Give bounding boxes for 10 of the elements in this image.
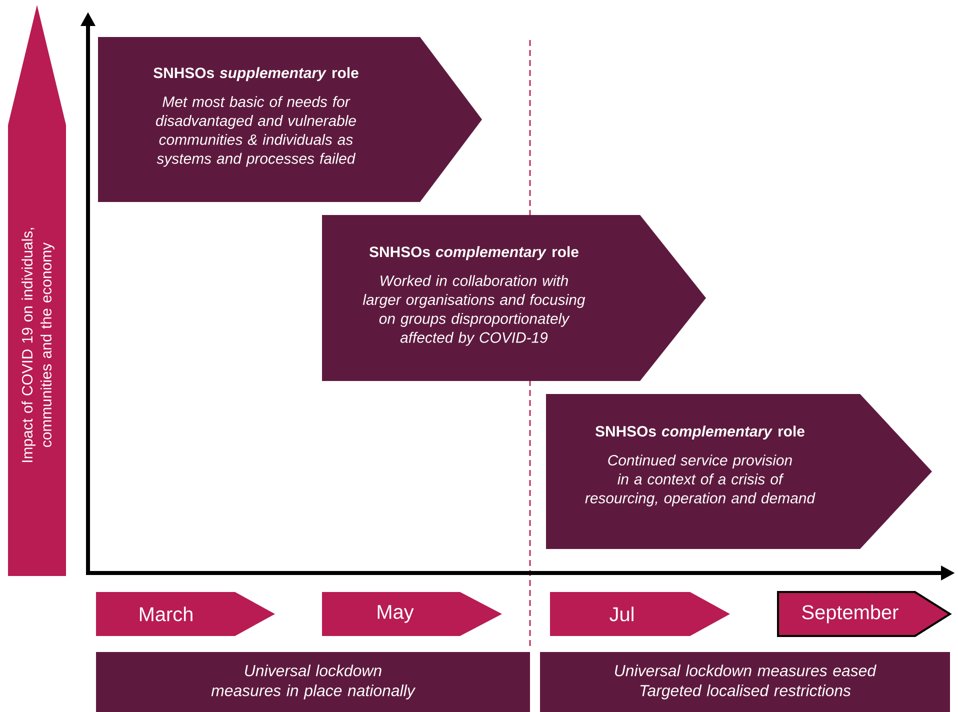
role-banner: SNHSOs supplementary role Met most basic of needs for disadvantaged and vulnerable communities & individuals as systems and processes failed bbox=[98, 37, 482, 202]
period-bar: Universal lockdown measures in place nationally bbox=[96, 652, 530, 712]
month-banner: May bbox=[322, 592, 502, 636]
month-banner: Jul bbox=[550, 592, 730, 636]
month-banner: March bbox=[96, 592, 275, 636]
role-banner: SNHSOs complementary role Worked in collaboration with larger organisations and focusing on groups disproportionately affected by COVID-19 bbox=[322, 215, 706, 381]
role-banner: SNHSOs complementary role Continued service provision in a context of a crisis of resourcing, operation and demand bbox=[546, 394, 932, 549]
month-banner: September bbox=[777, 591, 952, 637]
impact-banner: Impact of COVID 19 on individuals, communities and the economy bbox=[8, 5, 66, 576]
period-bar: Universal lockdown measures eased Targeted localised restrictions bbox=[540, 652, 950, 712]
